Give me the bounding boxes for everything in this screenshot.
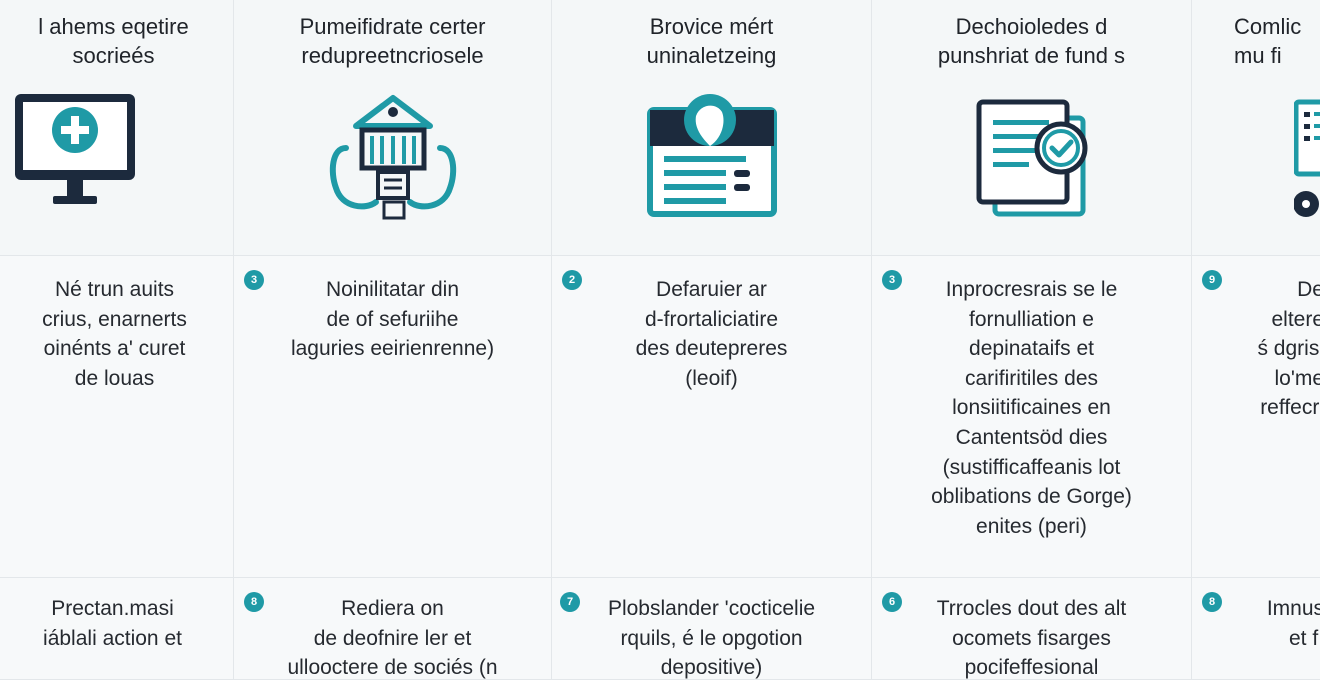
step-badge: 8 xyxy=(244,592,264,612)
body-cell-r2-c4: 6 Trrocles dout des alt ocomets fisarges… xyxy=(872,578,1192,680)
body-cell-r2-c5: 8 Imnus et f: xyxy=(1192,578,1320,680)
body-cell-r2-c3: 7 Plobslander 'cocticelie rquils, é le o… xyxy=(552,578,872,680)
cell-text: Plobslander 'cocticelie rquils, é le opg… xyxy=(607,597,816,680)
step-badge: 3 xyxy=(882,270,902,290)
body-cell-r1-c4: 3 Inprocresrais se le fornulliation e de… xyxy=(872,256,1192,578)
column-title: Dechoioledes d punshriat de fund s xyxy=(937,14,1126,68)
header-cell-3: Brovice mért uninaletzeing xyxy=(552,0,872,256)
step-badge: 9 xyxy=(1202,270,1222,290)
step-badge: 7 xyxy=(560,592,580,612)
monitor-plus-icon xyxy=(15,94,135,204)
body-cell-r1-c3: 2 Defaruier ar d-frortaliciatire des deu… xyxy=(552,256,872,578)
body-cell-r1-c2: 3 Noinilitatar din de of sefuriihe lagur… xyxy=(234,256,552,578)
browser-window-icon xyxy=(646,94,777,217)
header-cell-2: Pumeifidrate certer redupreetncriosele xyxy=(234,0,552,256)
body-cell-r2-c1: Prectan.masi iáblali action et xyxy=(0,578,234,680)
cell-text: Rediera on de deofnire ler et ullooctere… xyxy=(287,597,498,680)
column-title: Pumeifidrate certer redupreetncriosele xyxy=(299,14,486,68)
bank-building-icon xyxy=(329,95,456,220)
column-title: Comlic mu fi xyxy=(1234,14,1302,68)
document-check-icon xyxy=(976,99,1087,217)
header-cell-4: Dechoioledes d punshriat de fund s xyxy=(872,0,1192,256)
column-title: l ahems eqetire socrieés xyxy=(38,14,189,68)
header-cell-1: l ahems eqetire socrieés xyxy=(0,0,234,256)
body-cell-r2-c2: 8 Rediera on de deofnire ler et ulloocte… xyxy=(234,578,552,680)
step-badge: 3 xyxy=(244,270,264,290)
clipboard-person-icon xyxy=(1294,99,1320,217)
body-cell-r1-c5: 9 De eltere ś dgrisi lo'me reffecri xyxy=(1192,256,1320,578)
cell-text: Né trun auits crius, enarnerts oinénts a… xyxy=(42,278,187,390)
cell-text: Inprocresrais se le fornulliation e depi… xyxy=(931,278,1132,538)
cell-text: Prectan.masi iáblali action et xyxy=(43,597,182,650)
step-badge: 6 xyxy=(882,592,902,612)
cell-text: Defaruier ar d-frortaliciatire des deute… xyxy=(635,278,788,390)
cell-text: Trrocles dout des alt ocomets fisarges p… xyxy=(936,597,1127,680)
cell-text: Noinilitatar din de of sefuriihe lagurie… xyxy=(290,278,495,361)
cell-text: Imnus et f: xyxy=(1266,597,1320,650)
step-badge: 8 xyxy=(1202,592,1222,612)
column-title: Brovice mért uninaletzeing xyxy=(646,14,777,68)
body-cell-r1-c1: Né trun auits crius, enarnerts oinénts a… xyxy=(0,256,234,578)
cell-text: De eltere ś dgrisi lo'me reffecri xyxy=(1257,278,1320,420)
step-badge: 2 xyxy=(562,270,582,290)
header-cell-5: Comlic mu fi xyxy=(1192,0,1320,256)
